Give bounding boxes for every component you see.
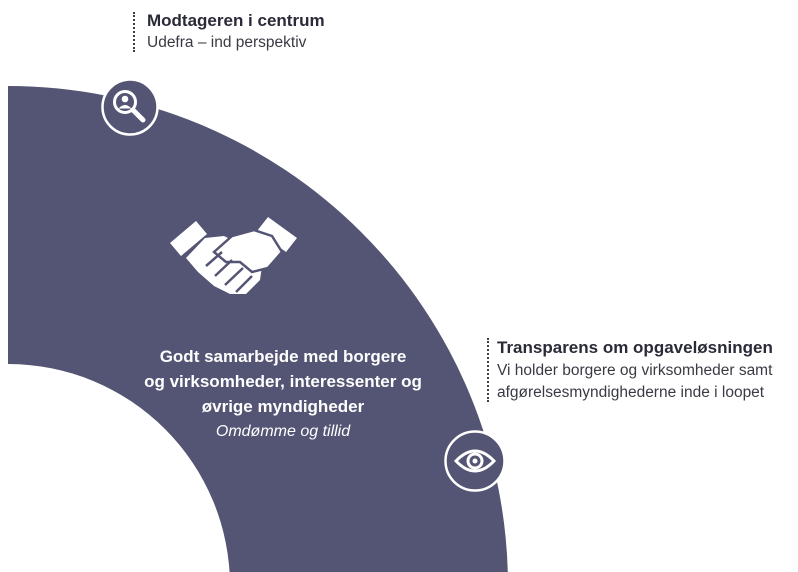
arc-band [8, 86, 508, 572]
center-subtitle: Omdømme og tillid [215, 423, 351, 440]
callout-recipient-focus: Modtageren i centrum Udefra – ind perspe… [133, 10, 325, 54]
callout-line: afgørelsesmyndighederne inde i loopet [497, 384, 765, 401]
dotted-rule [133, 12, 135, 52]
magnifier-person-icon [101, 78, 159, 136]
callout-subtitle: Udefra – ind perspektiv [147, 34, 307, 51]
callout-transparency: Transparens om opgaveløsningen Vi holder… [487, 336, 773, 404]
center-line: og virksomheder, interessenter og [144, 372, 422, 391]
center-line: Godt samarbejde med borgere [159, 347, 407, 366]
eye-icon [444, 430, 506, 492]
dotted-rule [487, 338, 489, 402]
center-line: øvrige myndigheder [201, 397, 365, 416]
center-statement: Godt samarbejde med borgere og virksomhe… [118, 344, 448, 445]
handshake-icon [170, 217, 297, 294]
callout-title: Transparens om opgaveløsningen [497, 338, 773, 357]
callout-title: Modtageren i centrum [147, 11, 325, 30]
callout-line: Vi holder borgere og virksomheder samt [497, 362, 773, 379]
